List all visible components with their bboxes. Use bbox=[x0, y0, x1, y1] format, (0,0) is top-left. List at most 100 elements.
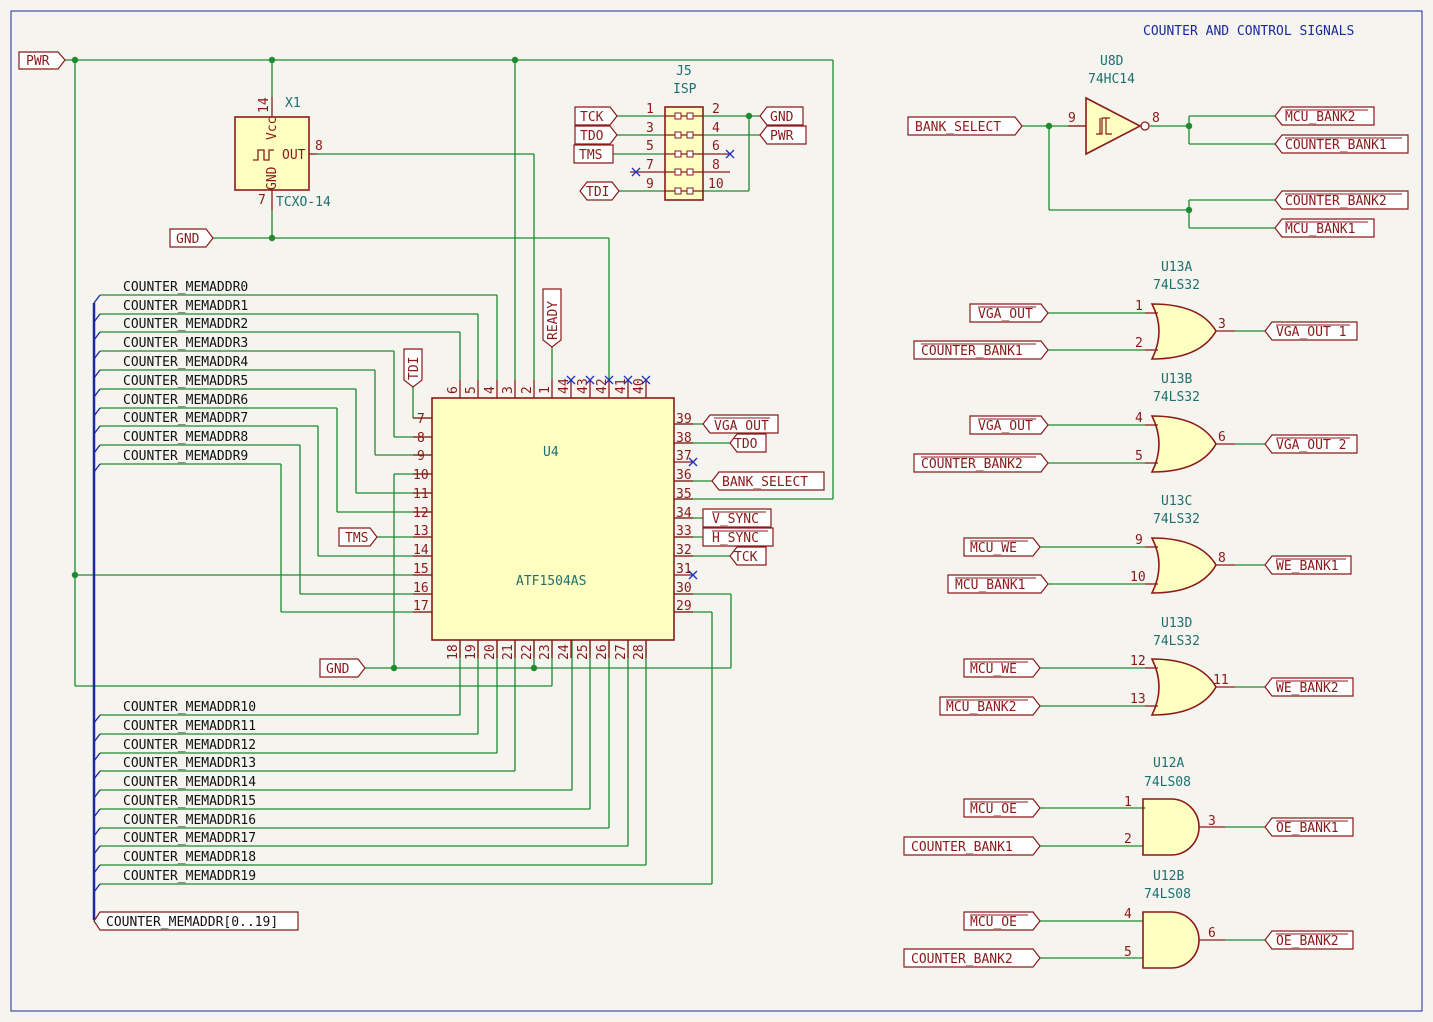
svg-text:11: 11 bbox=[413, 487, 429, 502]
svg-text:18: 18 bbox=[446, 644, 461, 660]
svg-text:Vcc: Vcc bbox=[265, 117, 280, 140]
svg-text:GND: GND bbox=[770, 110, 794, 125]
svg-text:74LS32: 74LS32 bbox=[1153, 390, 1200, 405]
mcu-oe-in-b: MCU_OE bbox=[963, 911, 1041, 931]
svg-text:ATF1504AS: ATF1504AS bbox=[516, 574, 586, 589]
svg-text:TCXO-14: TCXO-14 bbox=[276, 195, 331, 210]
svg-text:74LS08: 74LS08 bbox=[1144, 775, 1191, 790]
svg-text:8: 8 bbox=[1218, 551, 1226, 566]
svg-text:MCU_BANK2: MCU_BANK2 bbox=[1285, 110, 1355, 125]
svg-text:27: 27 bbox=[614, 644, 629, 660]
bank-select-36-label: BANK_SELECT bbox=[711, 471, 825, 491]
counter-bank2-out-label: COUNTER_BANK2 bbox=[1274, 190, 1409, 210]
svg-text:U4: U4 bbox=[543, 445, 559, 460]
svg-text:MCU_OE: MCU_OE bbox=[970, 802, 1017, 817]
svg-text:10: 10 bbox=[413, 468, 429, 483]
svg-text:U13D: U13D bbox=[1161, 616, 1192, 631]
svg-text:15: 15 bbox=[413, 562, 429, 577]
mcu-we-in-a: MCU_WE bbox=[963, 537, 1041, 557]
svg-text:33: 33 bbox=[676, 524, 692, 539]
svg-text:ISP: ISP bbox=[673, 82, 697, 97]
svg-text:1: 1 bbox=[538, 386, 553, 394]
u4-cpld: U4 ATF1504AS bbox=[413, 375, 698, 660]
addr-label: COUNTER_MEMADDR4 bbox=[123, 355, 248, 370]
mcu-bank1-in-b: MCU_BANK1 bbox=[947, 574, 1049, 594]
addr-label: COUNTER_MEMADDR5 bbox=[123, 374, 248, 389]
svg-text:3: 3 bbox=[646, 121, 654, 136]
svg-text:TMS: TMS bbox=[579, 148, 602, 163]
sheet-border bbox=[10, 10, 1423, 1012]
tdi-label: TDI bbox=[579, 181, 620, 201]
svg-text:GND: GND bbox=[326, 662, 350, 677]
svg-text:11: 11 bbox=[1213, 673, 1229, 688]
svg-text:22: 22 bbox=[520, 644, 535, 660]
svg-text:MCU_BANK1: MCU_BANK1 bbox=[955, 578, 1025, 593]
addr-label: COUNTER_MEMADDR9 bbox=[123, 449, 248, 464]
counter-bank2-in-b: COUNTER_BANK2 bbox=[913, 453, 1049, 473]
svg-text:COUNTER_BANK2: COUNTER_BANK2 bbox=[911, 952, 1013, 967]
svg-text:1: 1 bbox=[1135, 299, 1143, 314]
svg-text:9: 9 bbox=[1068, 111, 1076, 126]
svg-text:V_SYNC: V_SYNC bbox=[712, 512, 759, 527]
j5-gnd-label: GND bbox=[759, 106, 804, 126]
u13c-or-gate: 9 10 8 U13C 74LS32 bbox=[1130, 494, 1235, 594]
svg-text:COUNTER_BANK1: COUNTER_BANK1 bbox=[921, 344, 1023, 359]
svg-text:7: 7 bbox=[258, 193, 266, 208]
vga-out-1-label: VGA_OUT 1 bbox=[1264, 321, 1358, 341]
address-bus bbox=[92, 294, 101, 920]
svg-text:9: 9 bbox=[1135, 533, 1143, 548]
svg-text:GND: GND bbox=[176, 232, 200, 247]
svg-text:U13A: U13A bbox=[1161, 260, 1192, 275]
svg-text:MCU_WE: MCU_WE bbox=[970, 541, 1017, 556]
svg-text:2: 2 bbox=[1124, 832, 1132, 847]
svg-text:74LS32: 74LS32 bbox=[1153, 512, 1200, 527]
svg-text:20: 20 bbox=[483, 644, 498, 660]
svg-text:2: 2 bbox=[1135, 336, 1143, 351]
addr-label: COUNTER_MEMADDR17 bbox=[123, 831, 256, 846]
svg-text:5: 5 bbox=[646, 139, 654, 154]
svg-text:21: 21 bbox=[501, 644, 516, 660]
junctions bbox=[71, 56, 1193, 672]
vga-out-2-label: VGA_OUT 2 bbox=[1264, 434, 1358, 454]
tdo-label: TDO bbox=[574, 125, 618, 145]
mcu-bank2-out-label: MCU_BANK2 bbox=[1274, 106, 1375, 126]
svg-text:16: 16 bbox=[413, 581, 429, 596]
u12a-and-gate: 1 2 3 U12A 74LS08 bbox=[1124, 756, 1225, 856]
svg-text:1: 1 bbox=[1124, 795, 1132, 810]
svg-text:17: 17 bbox=[413, 599, 429, 614]
svg-text:10: 10 bbox=[1130, 570, 1146, 585]
svg-text:OE_BANK2: OE_BANK2 bbox=[1276, 934, 1339, 949]
svg-text:BANK_SELECT: BANK_SELECT bbox=[915, 120, 1001, 135]
svg-text:10: 10 bbox=[708, 177, 724, 192]
svg-text:WE_BANK1: WE_BANK1 bbox=[1276, 559, 1339, 574]
u4-tdi-label: TDI bbox=[403, 348, 423, 388]
svg-text:VGA_OUT: VGA_OUT bbox=[714, 419, 769, 434]
ready-label: READY bbox=[542, 288, 562, 348]
addr-label: COUNTER_MEMADDR3 bbox=[123, 336, 248, 351]
vga-out-in-b: VGA_OUT bbox=[969, 415, 1049, 435]
svg-text:COUNTER_BANK2: COUNTER_BANK2 bbox=[1285, 194, 1387, 209]
j5-pwr-label: PWR bbox=[759, 125, 807, 145]
addr-label: COUNTER_MEMADDR16 bbox=[123, 813, 256, 828]
mcu-bank2-in-b: MCU_BANK2 bbox=[939, 696, 1041, 716]
addr-label: COUNTER_MEMADDR8 bbox=[123, 430, 248, 445]
svg-text:VGA_OUT: VGA_OUT bbox=[978, 419, 1033, 434]
addr-label: COUNTER_MEMADDR2 bbox=[123, 317, 248, 332]
svg-text:OE_BANK1: OE_BANK1 bbox=[1276, 821, 1339, 836]
addr-label: COUNTER_MEMADDR1 bbox=[123, 299, 248, 314]
svg-text:BANK_SELECT: BANK_SELECT bbox=[722, 475, 808, 490]
svg-text:WE_BANK2: WE_BANK2 bbox=[1276, 681, 1339, 696]
svg-text:36: 36 bbox=[676, 468, 692, 483]
svg-text:VGA_OUT: VGA_OUT bbox=[978, 307, 1033, 322]
u13d-or-gate: 12 13 11 U13D 74LS32 bbox=[1130, 616, 1235, 716]
svg-text:38: 38 bbox=[676, 431, 692, 446]
svg-text:4: 4 bbox=[712, 121, 720, 136]
svg-text:13: 13 bbox=[1130, 692, 1146, 707]
svg-text:6: 6 bbox=[712, 139, 720, 154]
gnd-label: GND bbox=[169, 228, 214, 248]
x1-oscillator: Vcc GND OUT 14 7 8 X1 TCXO-14 bbox=[234, 96, 331, 210]
svg-text:19: 19 bbox=[464, 644, 479, 660]
svg-text:3: 3 bbox=[1208, 814, 1216, 829]
addr-label: COUNTER_MEMADDR11 bbox=[123, 719, 256, 734]
svg-text:35: 35 bbox=[676, 487, 692, 502]
